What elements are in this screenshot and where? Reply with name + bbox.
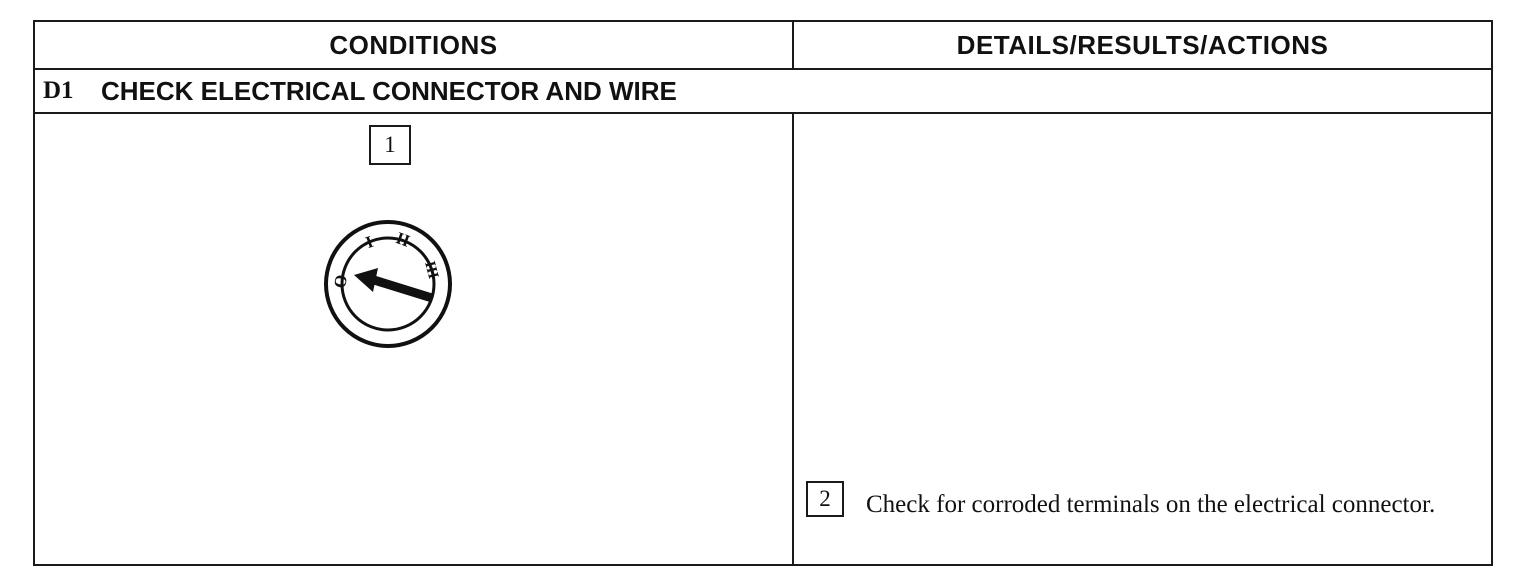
callout-1: 1	[369, 125, 411, 165]
step-title: CHECK ELECTRICAL CONNECTOR AND WIRE	[101, 75, 677, 106]
callout-2: 2	[806, 481, 844, 517]
position-label-3: III	[421, 260, 441, 281]
ignition-switch-icon: O I II III	[324, 220, 452, 348]
step-body-row: 1 O I II III 2 Check for corroded termin…	[35, 114, 1491, 564]
detail-instruction: Check for corroded terminals on the elec…	[866, 491, 1436, 518]
step-number: D1	[43, 77, 74, 104]
column-divider	[792, 114, 794, 564]
procedure-table: CONDITIONS DETAILS/RESULTS/ACTIONS D1 CH…	[33, 20, 1493, 566]
step-row: D1 CHECK ELECTRICAL CONNECTOR AND WIRE	[35, 70, 1491, 114]
details-header: DETAILS/RESULTS/ACTIONS	[956, 29, 1329, 60]
conditions-header: CONDITIONS	[329, 29, 498, 60]
table-header-row: CONDITIONS DETAILS/RESULTS/ACTIONS	[35, 22, 1491, 70]
position-label-off: O	[330, 273, 351, 289]
column-divider	[792, 22, 794, 68]
